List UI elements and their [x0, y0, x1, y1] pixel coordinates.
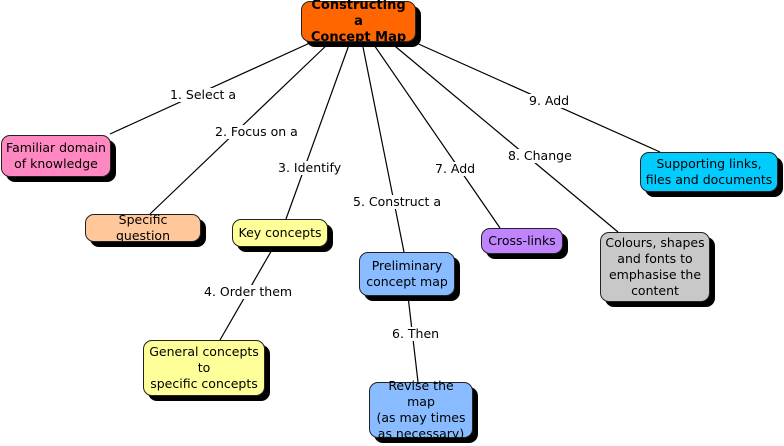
link-label-focus: 2. Focus on a — [212, 125, 301, 139]
node-cross-links[interactable]: Cross-links — [481, 228, 563, 254]
link-label-identify: 3. Identify — [275, 161, 345, 175]
node-supporting-links[interactable]: Supporting links, files and documents — [640, 152, 778, 192]
link-label-change: 8. Change — [505, 149, 575, 163]
node-preliminary-map[interactable]: Preliminary concept map — [359, 252, 455, 296]
link-label-add7: 7. Add — [432, 162, 479, 176]
link-label-add9: 9. Add — [526, 94, 573, 108]
link-line-change — [389, 41, 619, 233]
node-key-concepts[interactable]: Key concepts — [232, 219, 328, 247]
node-colours-shapes[interactable]: Colours, shapes and fonts to emphasise t… — [600, 232, 710, 302]
link-line-construct — [361, 41, 405, 253]
link-line-identify — [285, 41, 351, 220]
node-general-concepts[interactable]: General concepts to specific concepts — [143, 340, 265, 396]
link-label-construct: 5. Construct a — [350, 195, 445, 209]
link-label-then: 6. Then — [389, 327, 443, 341]
node-familiar-domain[interactable]: Familiar domain of knowledge — [1, 135, 111, 177]
link-label-order: 4. Order them — [201, 285, 296, 299]
root-node[interactable]: Constructing a Concept Map — [301, 0, 416, 45]
link-line-add7 — [371, 41, 501, 229]
link-label-select: 1. Select a — [167, 88, 240, 102]
node-revise-map[interactable]: Revise the map (as may times as necessar… — [369, 378, 473, 441]
node-specific-question[interactable]: Specific question — [85, 212, 201, 243]
